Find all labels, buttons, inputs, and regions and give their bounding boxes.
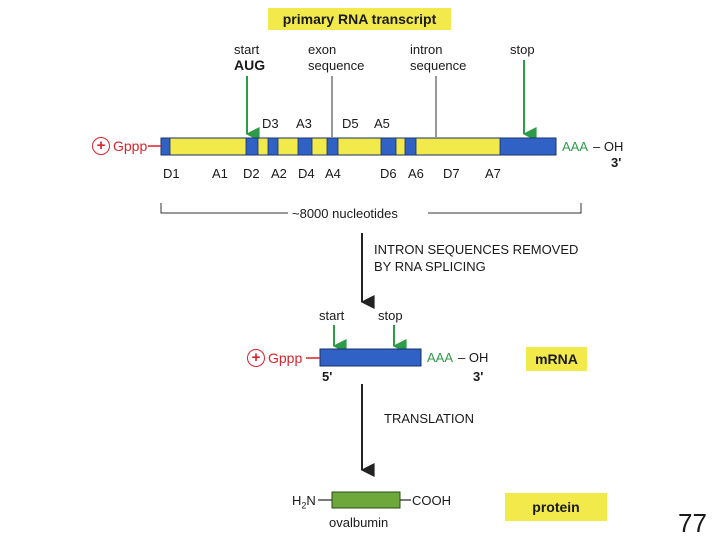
site-d3: D3 [262, 116, 279, 131]
intron-label: intron [410, 42, 443, 57]
mrna-label-box: mRNA [526, 347, 587, 371]
title-box: primary RNA transcript [268, 8, 451, 30]
exon-block [326, 137, 339, 156]
mrna-label: mRNA [535, 351, 578, 367]
three-prime-label: 3' [611, 155, 622, 170]
exon-block [267, 137, 279, 156]
mrna-plus-icon: + [247, 349, 265, 367]
protein-label-box: protein [505, 493, 607, 521]
exon-sequence-label: sequence [308, 58, 365, 73]
length-label: ~8000 nucleotides [292, 206, 398, 221]
site-d7: D7 [443, 166, 460, 181]
stop-label: stop [510, 42, 535, 57]
exon-block [297, 137, 313, 156]
length-bracket [160, 203, 582, 214]
mrna-oh-label: – OH [458, 350, 489, 365]
site-a4: A4 [325, 166, 341, 181]
c-terminus-label: COOH [412, 493, 451, 508]
splicing-line2: BY RNA SPLICING [374, 259, 486, 274]
exon-block [499, 137, 557, 156]
transcript-bar [160, 137, 557, 156]
mrna-cap-label: Gppp [268, 350, 303, 366]
site-a1: A1 [212, 166, 228, 181]
exon-block [380, 137, 397, 156]
plus-icon: + [92, 137, 110, 155]
site-d5: D5 [342, 116, 359, 131]
site-d6: D6 [380, 166, 397, 181]
mrna-bar [319, 348, 422, 367]
mrna-start-label: start [319, 308, 345, 323]
intron-sequence-label: sequence [410, 58, 467, 73]
mrna-three-prime-label: 3' [473, 369, 484, 384]
mrna-five-prime-label: 5' [322, 369, 333, 384]
aug-label: AUG [234, 57, 266, 73]
mrna-stop-label: stop [378, 308, 403, 323]
exon-block [160, 137, 171, 156]
protein-label: protein [532, 499, 580, 515]
exon-block [245, 137, 259, 156]
n-terminus-label: H2N [292, 493, 316, 511]
cap-label: Gppp [113, 138, 148, 154]
exon-block [404, 137, 417, 156]
site-d2: D2 [243, 166, 260, 181]
site-a5: A5 [374, 116, 390, 131]
site-a7: A7 [485, 166, 501, 181]
site-a3: A3 [296, 116, 312, 131]
title: primary RNA transcript [282, 11, 437, 27]
oh-label: – OH [593, 139, 624, 154]
mrna-tail-label: AAA [427, 350, 454, 365]
exon-label: exon [308, 42, 337, 57]
site-a2: A2 [271, 166, 287, 181]
protein-name-label: ovalbumin [329, 515, 389, 530]
translation-label: TRANSLATION [384, 411, 475, 426]
page-number: 77 [678, 508, 707, 538]
site-d4: D4 [298, 166, 315, 181]
site-a6: A6 [408, 166, 424, 181]
polya-tail-label: AAA [562, 139, 589, 154]
start-label: start [234, 42, 260, 57]
protein-bar [331, 491, 401, 509]
site-d1: D1 [163, 166, 180, 181]
splicing-line1: INTRON SEQUENCES REMOVED [374, 242, 579, 257]
